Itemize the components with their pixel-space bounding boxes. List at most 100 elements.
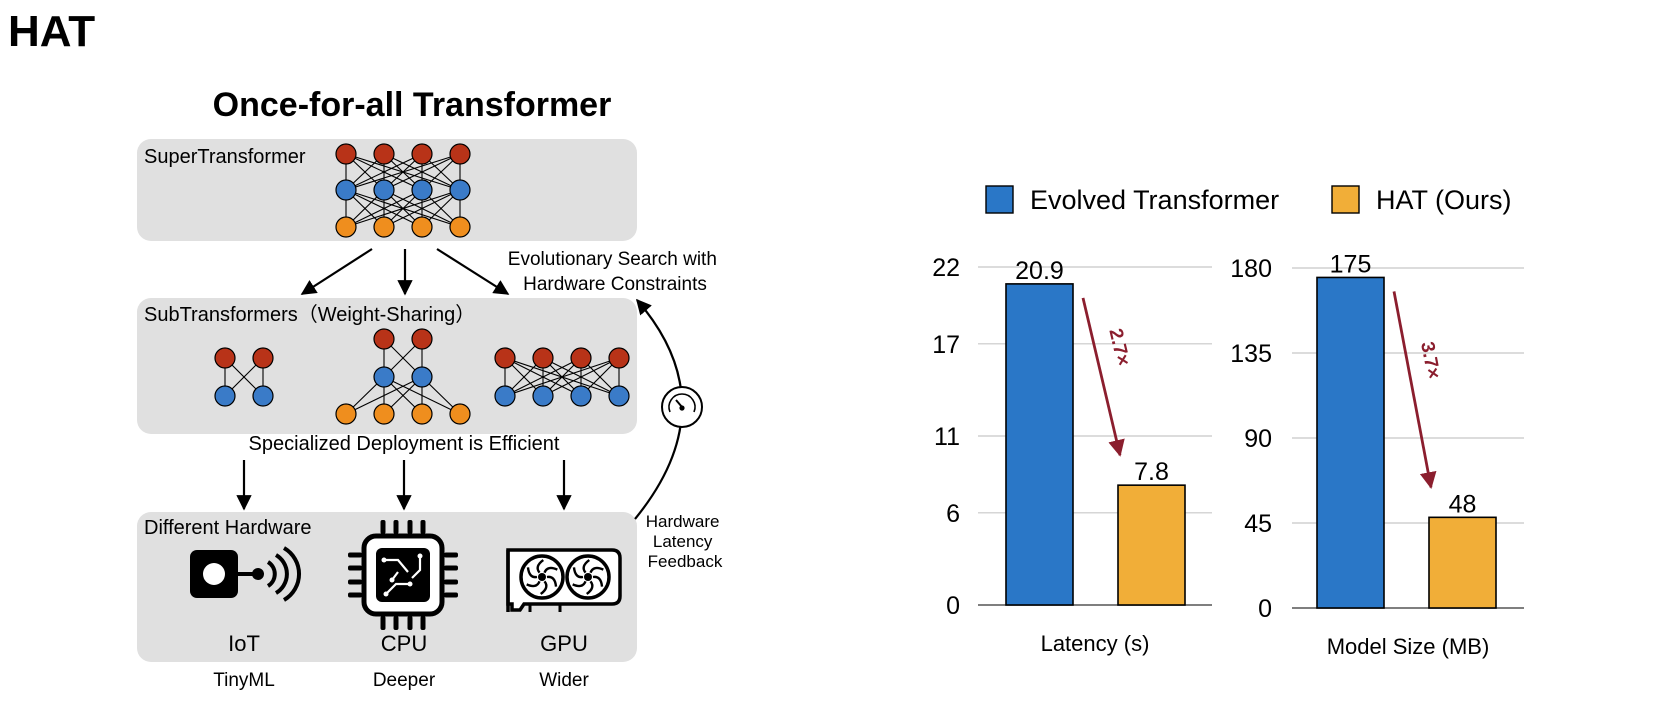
chart-legend: Evolved Transformer HAT (Ours) bbox=[985, 185, 1512, 215]
network-edge bbox=[383, 153, 461, 191]
reduction-arrow bbox=[1392, 291, 1437, 489]
subtransformers-label: SubTransformers（Weight-Sharing） bbox=[144, 303, 475, 326]
feedback-label: Hardware Latency Feedback bbox=[646, 512, 724, 571]
network-node bbox=[373, 216, 395, 238]
network-node bbox=[449, 216, 471, 238]
network-node bbox=[411, 328, 433, 350]
network-node bbox=[335, 216, 357, 238]
gpu-card-icon bbox=[506, 548, 622, 612]
hardware-name-iot: IoT bbox=[228, 631, 260, 656]
data-label: 7.8 bbox=[1134, 458, 1169, 486]
network-node bbox=[373, 328, 395, 350]
network-edge bbox=[504, 357, 582, 397]
y-tick-label: 135 bbox=[1230, 340, 1272, 368]
gauge-icon bbox=[661, 386, 703, 428]
network-node bbox=[449, 179, 471, 201]
y-tick-label: 180 bbox=[1230, 255, 1272, 283]
cpu-chip-icon bbox=[348, 520, 458, 630]
network-node bbox=[214, 347, 236, 369]
network-node bbox=[373, 366, 395, 388]
hardware-name-cpu: CPU bbox=[381, 631, 427, 656]
feedback-label-line-1: Hardware bbox=[646, 512, 720, 531]
hardware-desc-iot: TinyML bbox=[213, 670, 275, 691]
data-label: 48 bbox=[1449, 490, 1477, 518]
hardware-desc-gpu: Wider bbox=[539, 670, 589, 691]
network-node bbox=[252, 385, 274, 407]
network-node bbox=[570, 347, 592, 369]
x-axis-label: Model Size (MB) bbox=[1327, 634, 1490, 659]
y-tick-label: 0 bbox=[1258, 595, 1272, 623]
reduction-arrow bbox=[1081, 297, 1125, 457]
hardware-desc-cpu: Deeper bbox=[373, 670, 436, 691]
network-node bbox=[373, 403, 395, 425]
network-edge bbox=[504, 357, 620, 397]
network-node bbox=[494, 347, 516, 369]
x-axis-label: Latency (s) bbox=[1041, 631, 1150, 656]
network-node bbox=[335, 403, 357, 425]
diagram-title: Once-for-all Transformer bbox=[213, 86, 612, 124]
network-node bbox=[411, 403, 433, 425]
network-node bbox=[214, 385, 236, 407]
network-node bbox=[335, 179, 357, 201]
network-node bbox=[570, 385, 592, 407]
legend-swatch-evolved bbox=[985, 185, 1014, 214]
supertransformer-network bbox=[335, 143, 471, 238]
subtransformer-small-network bbox=[214, 347, 274, 407]
network-edge bbox=[542, 357, 620, 397]
y-tick-label: 45 bbox=[1244, 510, 1272, 538]
hardware-label: Different Hardware bbox=[144, 517, 311, 539]
supertransformer-label: SuperTransformer bbox=[144, 146, 306, 168]
network-node bbox=[373, 179, 395, 201]
network-edge bbox=[345, 153, 423, 191]
deployment-label: Specialized Deployment is Efficient bbox=[249, 433, 560, 455]
network-edge bbox=[345, 189, 423, 228]
iot-sensor-icon bbox=[190, 546, 302, 602]
network-node bbox=[608, 347, 630, 369]
search-label-line-1: Evolutionary Search with bbox=[508, 249, 717, 270]
reduction-annotation: 2.7× bbox=[1104, 327, 1133, 368]
network-node bbox=[449, 403, 471, 425]
network-node bbox=[411, 366, 433, 388]
network-node bbox=[532, 347, 554, 369]
search-label: Evolutionary Search with Hardware Constr… bbox=[508, 249, 722, 295]
network-node bbox=[608, 385, 630, 407]
network-edge bbox=[345, 189, 461, 228]
legend-swatch-hat bbox=[1331, 185, 1360, 214]
y-tick-label: 22 bbox=[932, 254, 960, 282]
page-title: HAT bbox=[8, 7, 96, 56]
data-label: 20.9 bbox=[1015, 257, 1064, 285]
network-edge bbox=[345, 153, 461, 191]
network-edge bbox=[345, 376, 423, 415]
bar-hat-ours bbox=[1117, 484, 1186, 606]
hardware-name-gpu: GPU bbox=[540, 631, 588, 656]
network-edge bbox=[383, 189, 461, 228]
subtransformer-wide-network bbox=[494, 347, 630, 407]
legend-label-evolved: Evolved Transformer bbox=[1030, 185, 1279, 215]
search-label-line-2: Hardware Constraints bbox=[523, 274, 707, 295]
reduction-annotation: 3.7× bbox=[1416, 340, 1444, 381]
bar-evolved-transformer bbox=[1005, 283, 1074, 606]
y-tick-label: 90 bbox=[1244, 425, 1272, 453]
network-node bbox=[532, 385, 554, 407]
y-tick-label: 11 bbox=[934, 423, 960, 451]
bar-hat-ours bbox=[1428, 516, 1497, 609]
y-tick-label: 6 bbox=[946, 500, 960, 528]
diagram: Once-for-all Transformer SuperTransforme… bbox=[137, 86, 724, 691]
y-tick-label: 17 bbox=[932, 331, 960, 359]
arrow-super-to-sub-left bbox=[300, 248, 373, 295]
network-node bbox=[411, 179, 433, 201]
network-node bbox=[252, 347, 274, 369]
data-label: 175 bbox=[1330, 250, 1372, 278]
feedback-label-line-3: Feedback bbox=[648, 552, 723, 571]
network-node bbox=[335, 143, 357, 165]
arrow-super-to-sub-right bbox=[436, 248, 510, 295]
network-node bbox=[373, 143, 395, 165]
y-tick-label: 0 bbox=[946, 592, 960, 620]
network-node bbox=[411, 216, 433, 238]
feedback-label-line-2: Latency bbox=[653, 532, 713, 551]
subtransformer-deep-network bbox=[335, 328, 471, 425]
network-node bbox=[411, 143, 433, 165]
